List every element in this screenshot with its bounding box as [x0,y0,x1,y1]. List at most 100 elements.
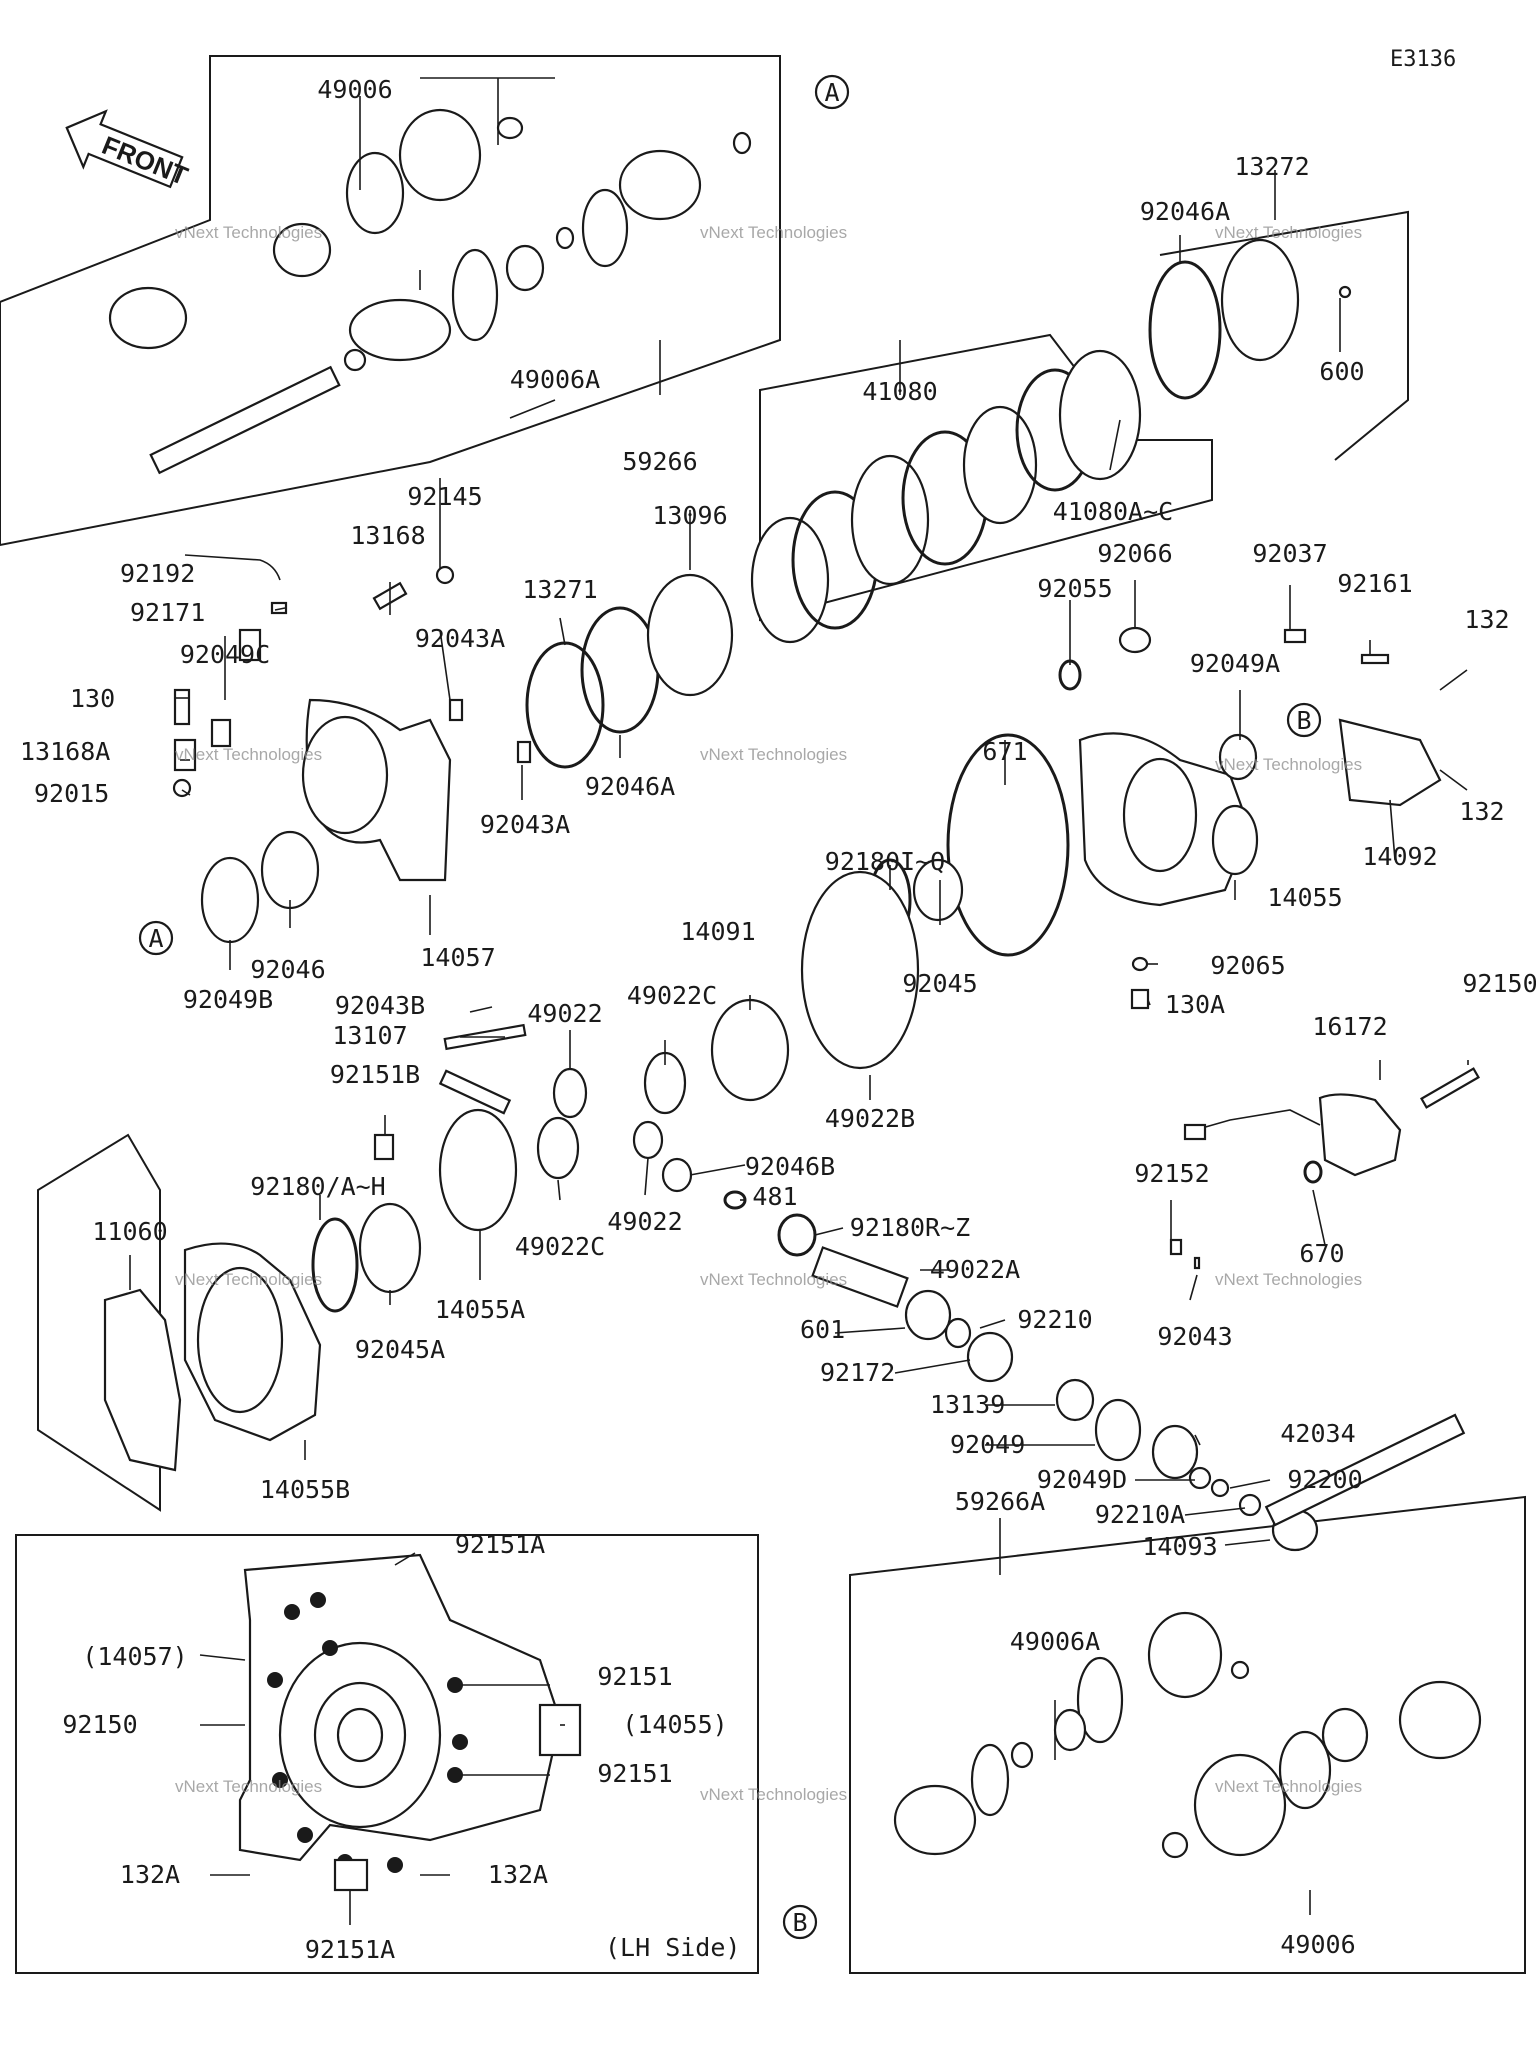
part-label-92043: 92043 [1157,1322,1232,1351]
upper-shaft-frame [0,55,781,547]
part-label-92043b: 92043B [335,991,425,1020]
callout-a-left-label: A [148,924,163,953]
part-label-601: 601 [800,1315,845,1344]
oil-seal-92049B [200,856,260,944]
seal-92045A [358,1202,422,1294]
bolt-92151B [373,1133,395,1161]
part-label-14092: 14092 [1362,842,1437,871]
leader-line [1389,799,1396,861]
lower-cv-housing [1398,1680,1482,1760]
leader-line [1224,1539,1271,1546]
friction-plate-92046A [1148,260,1222,400]
part-label-92210: 92210 [1017,1305,1092,1334]
part-label-92152: 92152 [1134,1159,1209,1188]
side-gear-49022C-2 [536,1116,580,1180]
clip-92037 [1283,628,1307,644]
bracket-13168A [173,738,197,772]
inset-hub [336,1707,384,1763]
circlip [581,188,629,268]
part-label-92151a: 92151A [305,1935,395,1964]
part-label-92066: 92066 [1097,539,1172,568]
diff-case-14055A [438,1108,518,1232]
leader-line [834,1327,906,1334]
part-label-49022a: 49022A [930,1255,1020,1284]
part-label-92065: 92065 [1210,951,1285,980]
callout-b-bottom: B [782,1904,818,1940]
bolt-marker [310,1592,326,1608]
lower-inner-boot [1147,1611,1223,1699]
washer-92065 [1131,956,1149,972]
callout-a-left: A [138,920,174,956]
leader-line [509,399,556,419]
part-label-49006: 49006 [1280,1930,1355,1959]
bolt-marker [387,1857,403,1873]
part-label-92046a: 92046A [585,772,675,801]
snap-ring [555,226,575,250]
front-arrow: FRONT [65,109,192,191]
bearing-cap [238,628,262,662]
part-label-92151b: 92151B [330,1060,420,1089]
ring-92180R-Z [777,1213,817,1257]
clutch-plate [1058,349,1142,481]
bolt-marker [297,1827,313,1843]
part-label-92049c: 92049C [180,640,270,669]
part-label-49006: 49006 [317,75,392,104]
part-label-92180-a-h: 92180/A~H [250,1172,385,1201]
part-label-92171: 92171 [130,598,205,627]
watermark-text: vNext Technologies [175,745,322,764]
part-label-14091: 14091 [680,917,755,946]
ball-600 [1338,285,1352,299]
bolt-92150 [1420,1067,1480,1109]
bearing-601 [904,1289,952,1341]
lower-inner-boot-ring [1076,1656,1124,1744]
nut-92066 [1118,626,1152,654]
part-label-49022c: 49022C [515,1232,605,1261]
clutch-hub-13096 [646,573,734,697]
part-label-92049: 92049 [950,1430,1025,1459]
part-label-92037: 92037 [1252,539,1327,568]
thrust-plate-92046A [580,606,660,734]
part-label-671: 671 [982,737,1027,766]
seal-92049 [1094,1398,1142,1462]
retainer-frame [1159,210,1409,461]
washer-92200 [1210,1478,1230,1498]
callout-b-right-label: B [1296,706,1311,735]
part-label-14057: 14057 [420,943,495,972]
leader-line [557,1179,561,1201]
watermark-text: vNext Technologies [700,223,847,242]
part-label-13139: 13139 [930,1390,1005,1419]
part-label-14055a: 14055A [435,1295,525,1324]
watermark-text: vNext Technologies [175,223,322,242]
watermark-text: vNext Technologies [1215,223,1362,242]
bearing-92046 [260,830,320,910]
part-label--14055-: (14055) [622,1710,727,1739]
part-label-92150: 92150 [62,1710,137,1739]
leader-line [559,617,566,646]
bolt-marker [322,1640,338,1656]
part-label-92210a: 92210A [1095,1500,1185,1529]
part-label-92055: 92055 [1037,574,1112,603]
part-label-92046: 92046 [250,955,325,984]
watermark-text: vNext Technologies [700,745,847,764]
coupling-42034 [1151,1424,1199,1480]
oring-92055 [1058,659,1082,691]
part-label-13272: 13272 [1234,152,1309,181]
part-label-16172: 16172 [1312,1012,1387,1041]
bolt-marker [267,1672,283,1688]
boot-ring [345,151,405,235]
inset-drain [333,1858,369,1892]
part-label-14055b: 14055B [260,1475,350,1504]
connector [1183,1123,1207,1141]
leader-line [181,789,191,796]
pinion-shaft-49022A [811,1246,909,1308]
part-label-41080: 41080 [862,377,937,406]
watermark-text: vNext Technologies [700,1270,847,1289]
part-label-92045: 92045 [902,969,977,998]
pinion-49022 [552,1067,588,1119]
part-label-49022: 49022 [607,1207,682,1236]
diagram-code: E3136 [1390,47,1456,72]
leader-line [274,607,286,611]
inset-frame [15,1534,759,1974]
callout-b-right: B [1286,702,1322,738]
part-label-59266: 59266 [622,447,697,476]
